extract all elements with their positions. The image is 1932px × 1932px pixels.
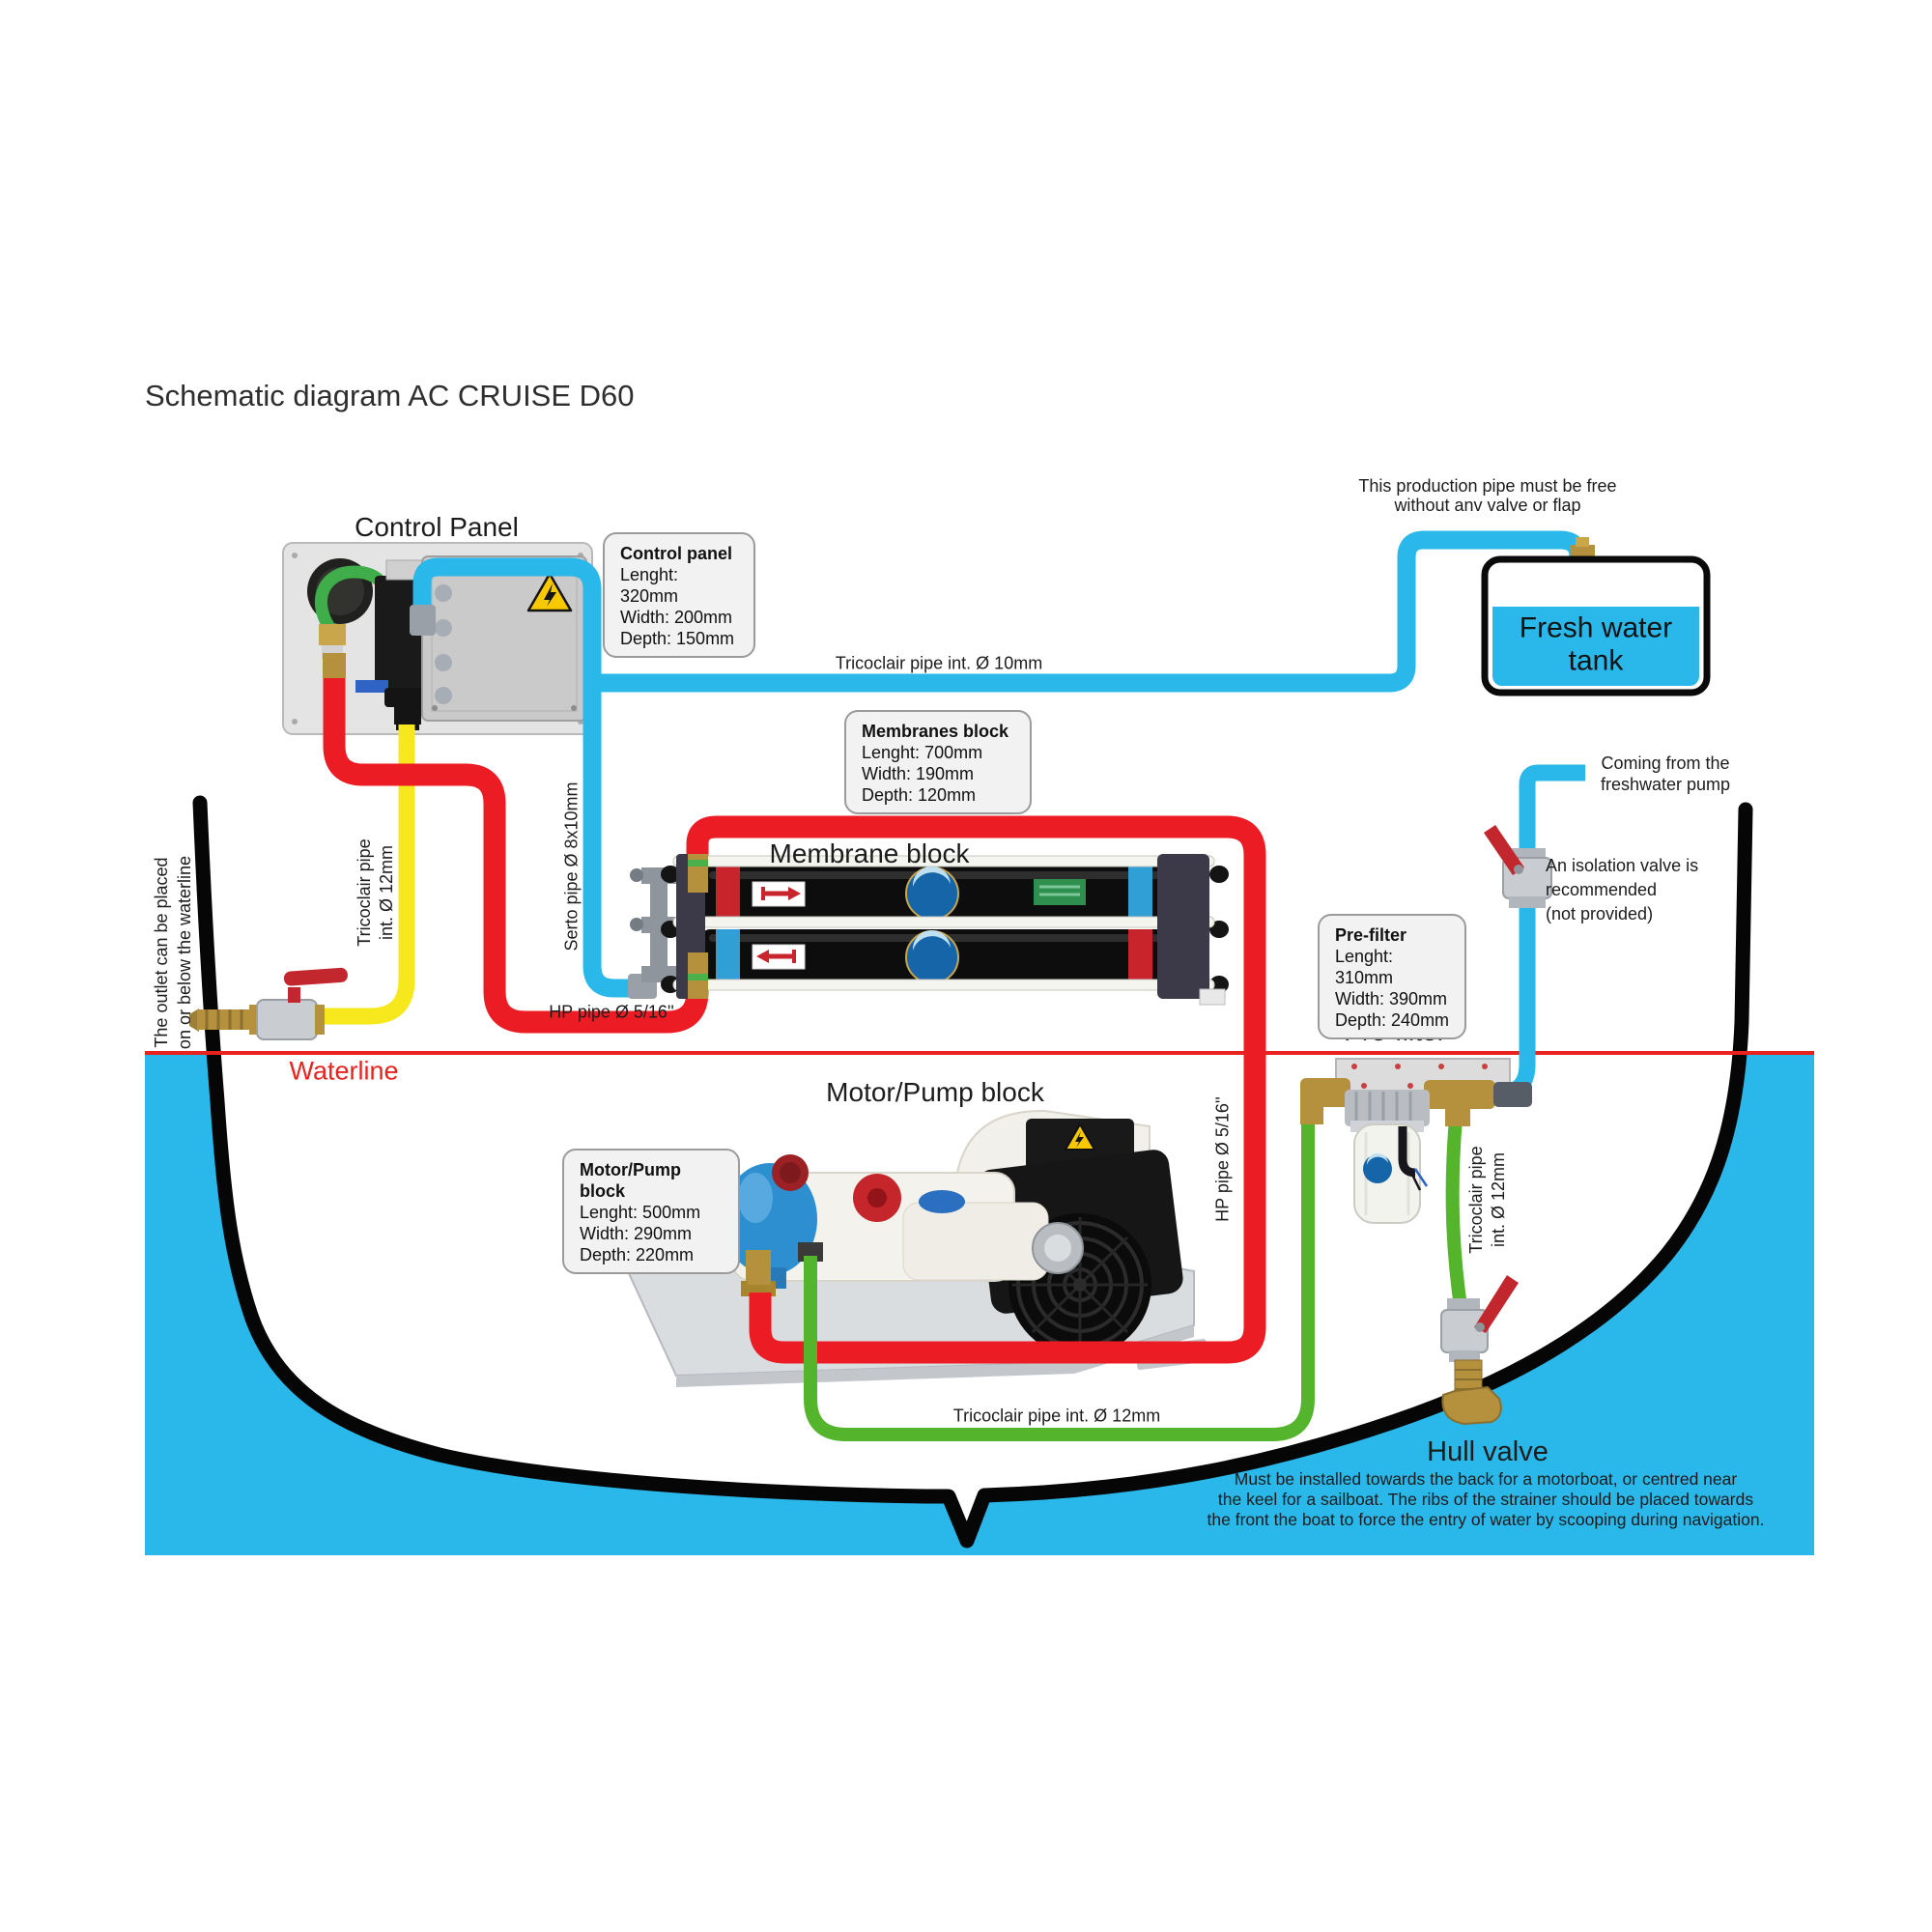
pressure-switch-cable — [1398, 1126, 1416, 1178]
pre-filter-infobox: Pre-filter Lenght: 310mm Width: 390mm De… — [1318, 914, 1466, 1039]
motor-pump-infobox: Motor/Pump block Lenght: 500mm Width: 29… — [562, 1149, 740, 1274]
suction-pipe-label: Tricoclair pipe int. Ø 12mm — [952, 1406, 1161, 1426]
suction-pipe — [804, 1121, 1315, 1441]
membranes-block-infobox: Membranes block Lenght: 700mm Width: 190… — [844, 710, 1032, 814]
intake-pipe-label: Tricoclair pipe int. Ø 12mm — [1465, 1146, 1510, 1253]
production-pipe-label: Tricoclair pipe int. Ø 10mm — [835, 653, 1043, 673]
isolation-note-line: (not provided) — [1546, 904, 1654, 923]
high-voltage-icon — [526, 572, 573, 612]
outlet-pipe-label-line: Tricoclair pipe — [355, 838, 374, 947]
production-note-line: without anv valve or flap — [1394, 496, 1581, 515]
outlet-valve — [189, 967, 348, 1040]
hull-valve-note-line: Must be installed towards the back for a… — [1234, 1469, 1738, 1489]
hull-valve-label: Hull valve — [1427, 1436, 1548, 1468]
production-note: This production pipe must be free withou… — [1358, 476, 1616, 515]
infobox-line: Lenght: 310mm — [1335, 947, 1394, 987]
infobox-line: Lenght: 500mm — [580, 1203, 701, 1222]
strainer-scoop — [1441, 1385, 1502, 1426]
isolation-valve — [1484, 825, 1552, 908]
coming-from-note: Coming from the freshwater pump — [1601, 753, 1730, 795]
isolation-note-line: recommended — [1546, 880, 1658, 899]
hp-pipe-panel-to-membrane — [323, 674, 709, 1034]
isolation-note: An isolation valve is recommended (not p… — [1546, 854, 1698, 926]
infobox-line: Width: 390mm — [1335, 989, 1448, 1009]
infobox-title: Control panel — [620, 544, 732, 563]
outlet-pipe-label: Tricoclair pipe int. Ø 12mm — [354, 838, 398, 946]
intake-pipe-label-line: int. Ø 12mm — [1489, 1151, 1508, 1248]
fresh-water-tank-label: Fresh water tank — [1519, 611, 1673, 676]
serto-pipe — [412, 557, 649, 998]
infobox-line: Depth: 150mm — [620, 629, 735, 648]
valve-handle — [1484, 825, 1524, 875]
infobox-title: Motor/Pump block — [580, 1160, 681, 1201]
hull-outline — [192, 795, 1753, 1548]
valve-handle — [1474, 1275, 1519, 1333]
coming-from-note-line: Coming from the — [1601, 753, 1730, 773]
control-panel-label: Control Panel — [355, 511, 519, 542]
production-note-line: This production pipe must be free — [1358, 476, 1617, 496]
hp-pipe-pump-label: HP pipe Ø 5/16'' — [1212, 1096, 1233, 1222]
infobox-line: Lenght: 320mm — [620, 565, 679, 606]
outlet-note-line: on or below the waterline — [175, 855, 194, 1050]
infobox-line: Depth: 240mm — [1335, 1010, 1450, 1030]
valve-handle — [283, 967, 348, 986]
pump-hp-fitting — [748, 1252, 771, 1285]
high-voltage-icon — [1065, 1123, 1095, 1151]
infobox-line: Width: 200mm — [620, 608, 733, 627]
pre-filter-photo — [1300, 1058, 1532, 1224]
motor-pump-block-label: Motor/Pump block — [826, 1076, 1044, 1107]
hp-pipe-membrane-label: HP pipe Ø 5/16'' — [549, 1002, 674, 1022]
coming-from-note-line: freshwater pump — [1600, 775, 1731, 794]
isolation-note-line: An isolation valve is — [1546, 856, 1699, 875]
hp-pipe-membrane-to-pump — [686, 815, 1266, 1364]
membrane-block-label: Membrane block — [769, 838, 970, 868]
serto-pipe-label: Serto pipe Ø 8x10mm — [561, 781, 582, 952]
waterline-label: Waterline — [289, 1056, 399, 1086]
intake-pipe — [1445, 1118, 1468, 1316]
fresh-water-tank — [1481, 537, 1711, 696]
infobox-line: Depth: 220mm — [580, 1245, 695, 1264]
infobox-title: Membranes block — [862, 722, 1009, 741]
infobox-title: Pre-filter — [1335, 925, 1407, 945]
infobox-line: Depth: 120mm — [862, 785, 977, 805]
intake-pipe-label-line: Tricoclair pipe — [1466, 1146, 1486, 1254]
page-title: Schematic diagram AC CRUISE D60 — [145, 379, 635, 412]
control-panel-infobox: Control panel Lenght: 320mm Width: 200mm… — [603, 532, 755, 658]
outlet-note-line: The outlet can be placed — [152, 857, 171, 1048]
outlet-note: The outlet can be placed on or below the… — [150, 856, 196, 1049]
infobox-line: Width: 290mm — [580, 1224, 693, 1243]
hull-valve-assembly — [1440, 1275, 1519, 1426]
outlet-pipe-label-line: int. Ø 12mm — [377, 844, 396, 941]
hull-valve-note-line: the front the boat to force the entry of… — [1207, 1510, 1765, 1529]
hull-valve-note: Must be installed towards the back for a… — [1208, 1469, 1765, 1530]
membrane-block-photo — [628, 854, 1229, 1006]
hull-valve-note-line: the keel for a sailboat. The ribs of the… — [1217, 1490, 1754, 1509]
panel-pipe-fittings — [323, 605, 436, 724]
infobox-line: Width: 190mm — [862, 764, 975, 783]
outlet-pipe-yellow — [319, 724, 415, 1025]
infobox-line: Lenght: 700mm — [862, 743, 983, 762]
